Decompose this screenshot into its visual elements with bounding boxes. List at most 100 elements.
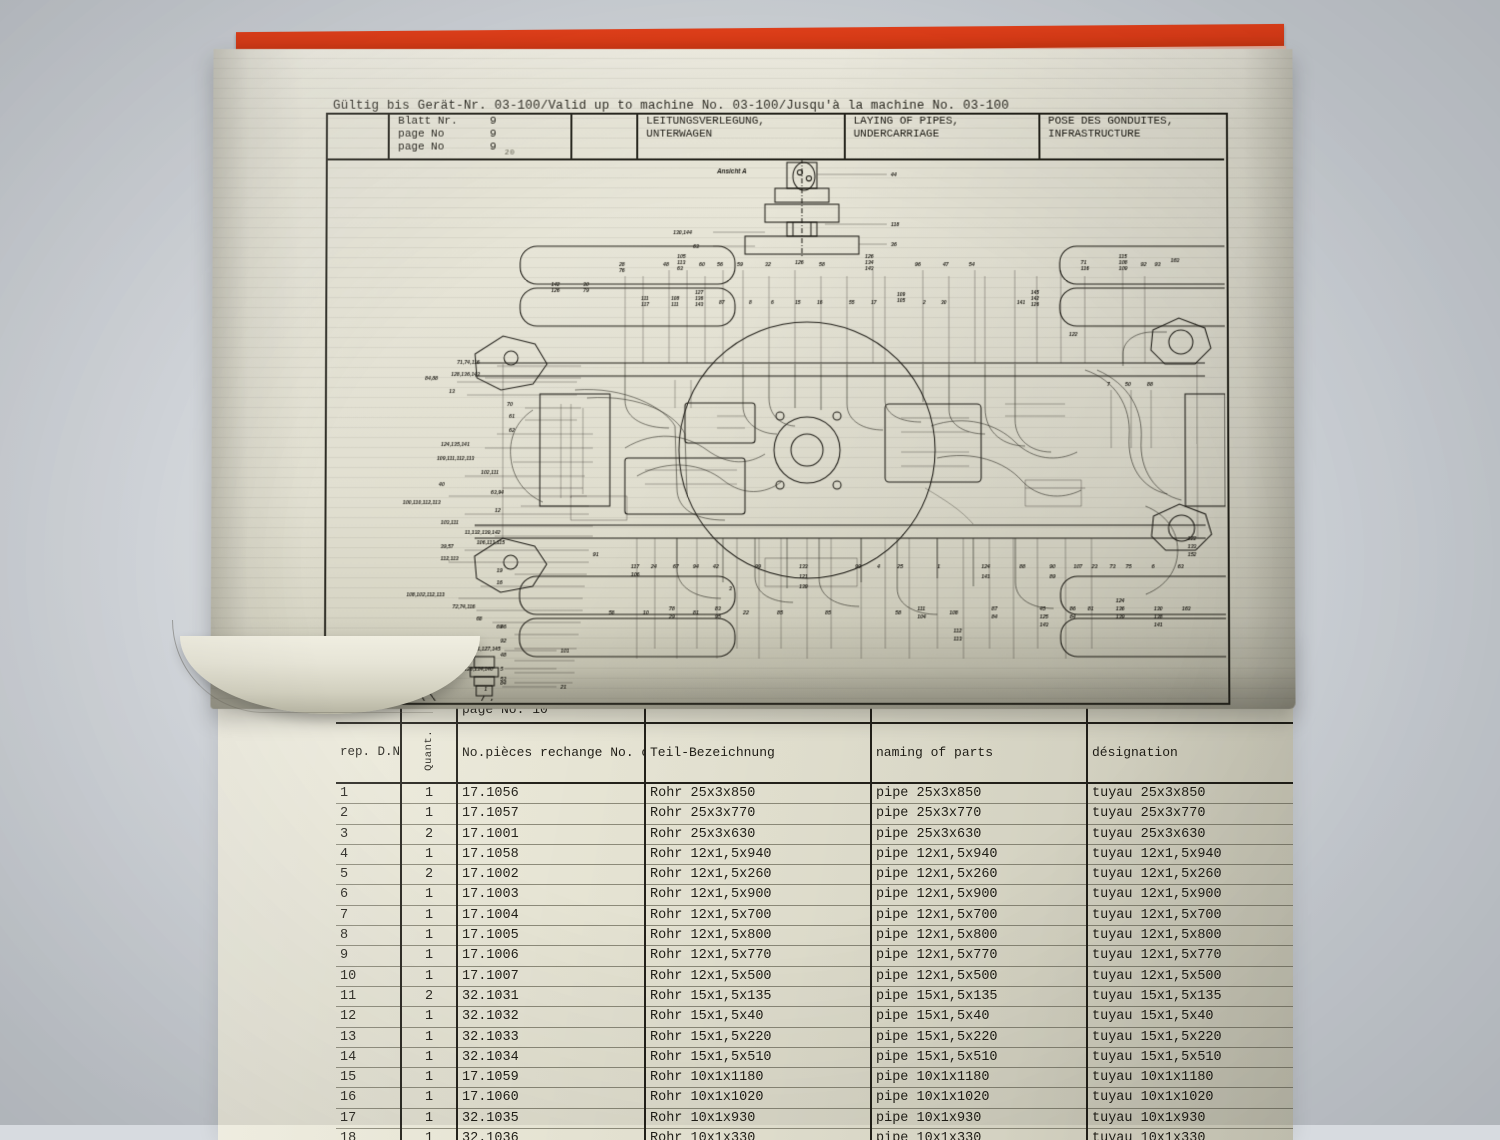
column-header-part-number: No.pièces rechange No. of spare parts Er… <box>457 723 645 783</box>
cell-quantity: 1 <box>401 1129 457 1140</box>
cell-position: 4 <box>336 844 401 864</box>
cell-german: Rohr 12x1,5x900 <box>645 885 871 905</box>
svg-text:141: 141 <box>981 574 990 580</box>
cell-german: Rohr 25x3x850 <box>645 783 871 804</box>
cell-quantity: 2 <box>401 824 457 844</box>
cell-part-number: 32.1035 <box>457 1108 645 1128</box>
cell-position: 11 <box>336 986 401 1006</box>
cell-part-number: 32.1036 <box>457 1129 645 1140</box>
inset-callout-101: 101 <box>561 649 570 655</box>
left-running-gear <box>474 318 1211 592</box>
cell-part-number: 32.1034 <box>457 1047 645 1067</box>
cell-french: tuyau 25x3x630 <box>1087 824 1293 844</box>
svg-text:60: 60 <box>699 262 705 268</box>
cell-english: pipe 12x1,5x700 <box>871 905 1087 925</box>
svg-text:58: 58 <box>819 262 825 268</box>
cell-position: 15 <box>336 1068 401 1088</box>
cell-position: 18 <box>336 1129 401 1140</box>
cell-quantity: 1 <box>401 905 457 925</box>
detail-callout-126: 126 <box>795 260 804 266</box>
cell-french: tuyau 10x1x930 <box>1087 1108 1293 1128</box>
svg-text:133: 133 <box>1188 544 1197 550</box>
left-callout-68: 68 <box>476 616 482 622</box>
cell-french: tuyau 12x1,5x900 <box>1087 885 1293 905</box>
left-callout-70: 70 <box>507 402 513 408</box>
left-callout-100-110-112-113: 100,110,112,113 <box>403 500 441 506</box>
cell-quantity: 1 <box>401 783 457 804</box>
detail-callout-118: 118 <box>891 222 899 228</box>
parts-table: page No. 10 rep. D.No. Pos. Quant. No.pi… <box>336 698 1293 1140</box>
cell-english: pipe 10x1x330 <box>871 1129 1087 1140</box>
cell-part-number: 17.1058 <box>457 844 645 864</box>
cell-french: tuyau 12x1,5x940 <box>1087 844 1293 864</box>
svg-text:22: 22 <box>742 610 749 616</box>
left-callout-ladder: 71,74,116 128,136,143 84,88 13 70 61 62 … <box>402 360 593 683</box>
svg-text:85: 85 <box>825 610 831 616</box>
cell-english: pipe 12x1,5x900 <box>871 885 1087 905</box>
svg-text:45: 45 <box>1039 606 1046 612</box>
svg-text:58: 58 <box>895 610 901 616</box>
cell-german: Rohr 12x1,5x770 <box>645 946 871 966</box>
cell-english: pipe 15x1,5x135 <box>871 986 1087 1006</box>
detail-view-ansicht-a: Ansicht A 44 118 36 <box>673 158 899 266</box>
parts-table-header-row: rep. D.No. Pos. Quant. No.pièces rechang… <box>336 723 1293 783</box>
column-header-quantity-label: Quant. <box>424 730 435 771</box>
left-callout-112-113: 112,113 <box>440 556 458 562</box>
cell-german: Rohr 12x1,5x700 <box>645 905 871 925</box>
svg-text:84: 84 <box>1070 614 1076 620</box>
cell-position: 13 <box>336 1027 401 1047</box>
cell-german: Rohr 10x1x330 <box>645 1129 871 1140</box>
cell-part-number: 17.1059 <box>457 1068 645 1088</box>
svg-text:17: 17 <box>871 300 877 306</box>
technical-drawing: Ansicht A 44 118 36 <box>324 158 1227 700</box>
cell-german: Rohr 10x1x930 <box>645 1108 871 1128</box>
cell-french: tuyau 10x1x330 <box>1087 1129 1293 1140</box>
left-callout-62: 62 <box>509 428 515 434</box>
cell-part-number: 17.1003 <box>457 885 645 905</box>
svg-text:88: 88 <box>1019 564 1025 570</box>
left-callout-46: 46 <box>499 624 506 630</box>
cell-position: 14 <box>336 1047 401 1067</box>
cell-french: tuyau 12x1,5x500 <box>1087 966 1293 986</box>
cell-quantity: 1 <box>401 1108 457 1128</box>
header-cell-title-english: LAYING OF PIPES,UNDERCARRIAGE <box>846 113 1041 159</box>
cell-german: Rohr 10x1x1180 <box>645 1068 871 1088</box>
cell-french: tuyau 12x1,5x260 <box>1087 865 1293 885</box>
svg-text:47: 47 <box>942 262 950 268</box>
cell-german: Rohr 25x3x630 <box>645 824 871 844</box>
left-callout-84: 84 <box>500 681 506 687</box>
svg-text:94: 94 <box>693 564 699 570</box>
cell-french: tuyau 12x1,5x770 <box>1087 946 1293 966</box>
cell-german: Rohr 12x1,5x260 <box>645 865 871 885</box>
left-callout-13: 13 <box>449 389 455 395</box>
slewing-ring <box>625 322 982 578</box>
detail-view-label: Ansicht A <box>716 168 747 175</box>
left-callout-109-111-112-113: 109,111,112,113 <box>437 456 475 462</box>
cell-quantity: 1 <box>401 966 457 986</box>
cell-part-number: 32.1033 <box>457 1027 645 1047</box>
cell-quantity: 1 <box>401 1068 457 1088</box>
svg-text:163: 163 <box>1171 258 1180 264</box>
svg-text:163: 163 <box>1182 606 1191 612</box>
svg-text:141: 141 <box>1017 300 1026 306</box>
cell-german: Rohr 15x1,5x135 <box>645 986 871 1006</box>
svg-text:32: 32 <box>765 262 771 268</box>
left-callout-71-74-116: 71,74,116 <box>457 360 480 366</box>
cell-quantity: 1 <box>401 1027 457 1047</box>
cell-french: tuyau 10x1x1020 <box>1087 1088 1293 1108</box>
svg-text:84: 84 <box>991 614 997 620</box>
svg-text:42: 42 <box>712 564 719 570</box>
cell-english: pipe 10x1x930 <box>871 1108 1087 1128</box>
left-callout-124-135-141: 124,135,141 <box>441 442 470 448</box>
cell-position: 5 <box>336 865 401 885</box>
